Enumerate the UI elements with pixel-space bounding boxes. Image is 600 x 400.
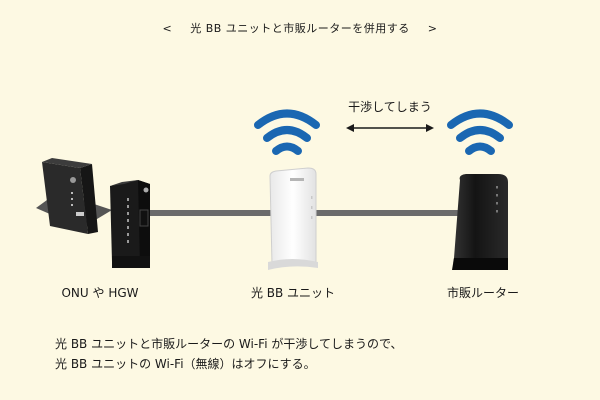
description: 光 BB ユニットと市販ルーターの Wi-Fi が干渉してしまうので、 光 BB… <box>55 334 403 374</box>
bb-unit-label: 光 BB ユニット <box>250 286 336 300</box>
interference-arrow <box>346 124 434 132</box>
wifi-icon-bb-unit <box>254 109 320 155</box>
description-line-2: 光 BB ユニットの Wi-Fi（無線）はオフにする。 <box>55 357 316 371</box>
onu-hgw-label: ONU や HGW <box>61 286 139 300</box>
diagram-title: < 光 BB ユニットと市販ルーターを併用する > <box>0 20 600 36</box>
router-device <box>452 174 508 270</box>
description-line-1: 光 BB ユニットと市販ルーターの Wi-Fi が干渉してしまうので、 <box>55 337 403 351</box>
router-label: 市販ルーター <box>446 286 520 300</box>
title-text: 光 BB ユニットと市販ルーターを併用する <box>190 22 410 35</box>
onu-device <box>36 158 112 234</box>
bb-unit-device <box>268 167 318 270</box>
wifi-icon-router <box>447 109 513 155</box>
cable-hgw-to-bb-unit <box>148 210 273 216</box>
cable-bb-unit-to-router <box>314 210 460 216</box>
hgw-device <box>110 180 150 268</box>
interference-label: 干渉してしまう <box>348 100 432 114</box>
title-open-bracket: < <box>162 22 173 35</box>
title-close-bracket: > <box>427 22 438 35</box>
